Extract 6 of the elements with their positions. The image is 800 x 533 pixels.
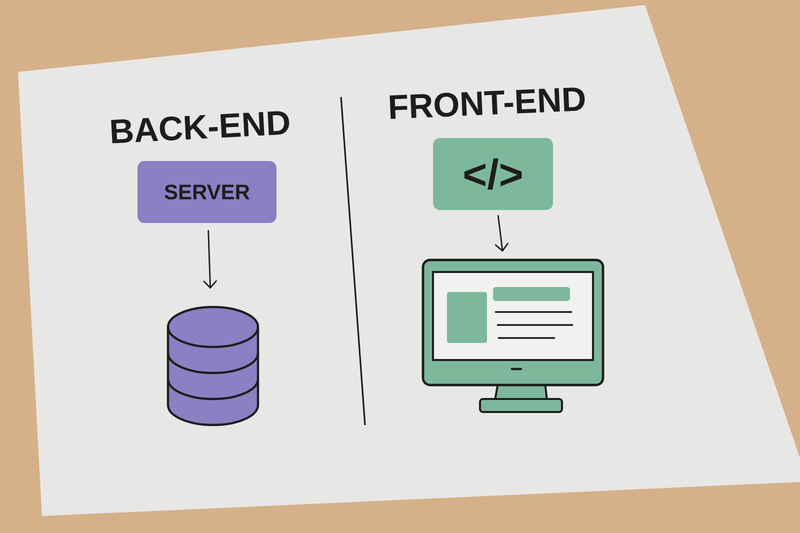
server-box: SERVER (138, 161, 276, 223)
monitor-picture (422, 258, 604, 413)
arrow (203, 230, 218, 289)
arrow (494, 215, 509, 252)
database-cylinder (166, 306, 260, 426)
code-box: </> (433, 138, 553, 210)
